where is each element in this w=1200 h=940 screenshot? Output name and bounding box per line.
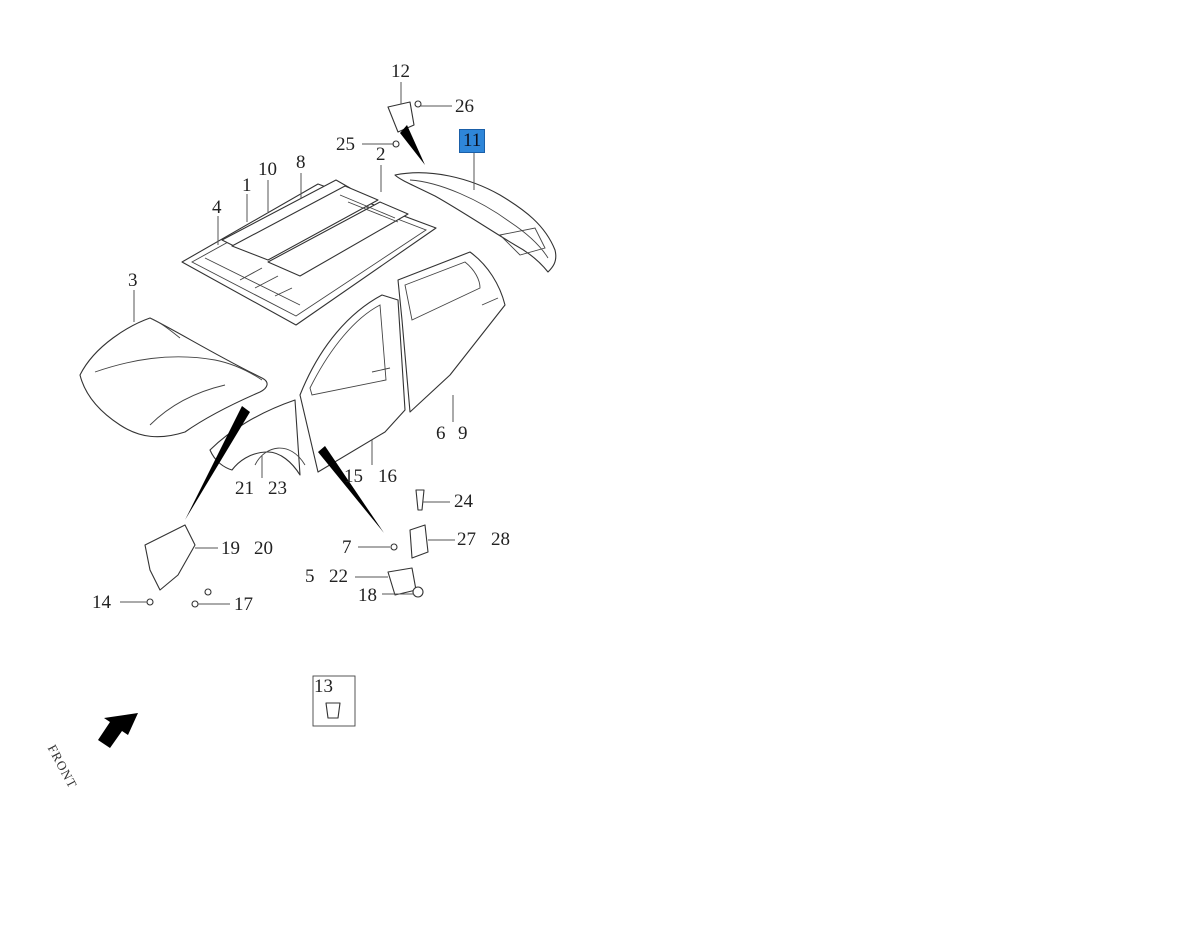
- callout-10[interactable]: 10: [258, 159, 277, 180]
- callout-9[interactable]: 9: [458, 423, 468, 444]
- callout-15[interactable]: 15: [344, 466, 363, 487]
- callout-1[interactable]: 1: [242, 175, 252, 196]
- roof-frame: [181, 179, 437, 326]
- callout-6[interactable]: 6: [436, 423, 446, 444]
- front-door: [299, 294, 406, 473]
- callout-28[interactable]: 28: [491, 529, 510, 550]
- leader-lines: [120, 82, 475, 605]
- callout-23[interactable]: 23: [268, 478, 287, 499]
- rear-door: [397, 251, 506, 413]
- callout-27[interactable]: 27: [457, 529, 476, 550]
- front-fender: [209, 399, 306, 476]
- hood-panel: [79, 317, 268, 438]
- callout-11[interactable]: 11: [459, 129, 486, 153]
- callout-25[interactable]: 25: [336, 134, 355, 155]
- callout-7[interactable]: 7: [342, 537, 352, 558]
- callout-22[interactable]: 22: [329, 566, 348, 587]
- callout-3[interactable]: 3: [128, 270, 138, 291]
- callout-5[interactable]: 5: [305, 566, 315, 587]
- callout-21[interactable]: 21: [235, 478, 254, 499]
- callout-2[interactable]: 2: [376, 144, 386, 165]
- callout-20[interactable]: 20: [254, 538, 273, 559]
- callout-17[interactable]: 17: [234, 594, 253, 615]
- callout-24[interactable]: 24: [454, 491, 473, 512]
- callout-26[interactable]: 26: [455, 96, 474, 117]
- callout-18[interactable]: 18: [358, 585, 377, 606]
- callout-12[interactable]: 12: [391, 61, 410, 82]
- callout-4[interactable]: 4: [212, 197, 222, 218]
- callout-19[interactable]: 19: [221, 538, 240, 559]
- tailgate-panel: [394, 172, 557, 273]
- callout-8[interactable]: 8: [296, 152, 306, 173]
- hinge-hardware: [144, 100, 429, 727]
- callout-14[interactable]: 14: [92, 592, 111, 613]
- callout-13[interactable]: 13: [314, 676, 333, 697]
- pointer-arrows: [98, 125, 425, 748]
- callout-16[interactable]: 16: [378, 466, 397, 487]
- front-direction-arrow: [98, 713, 138, 748]
